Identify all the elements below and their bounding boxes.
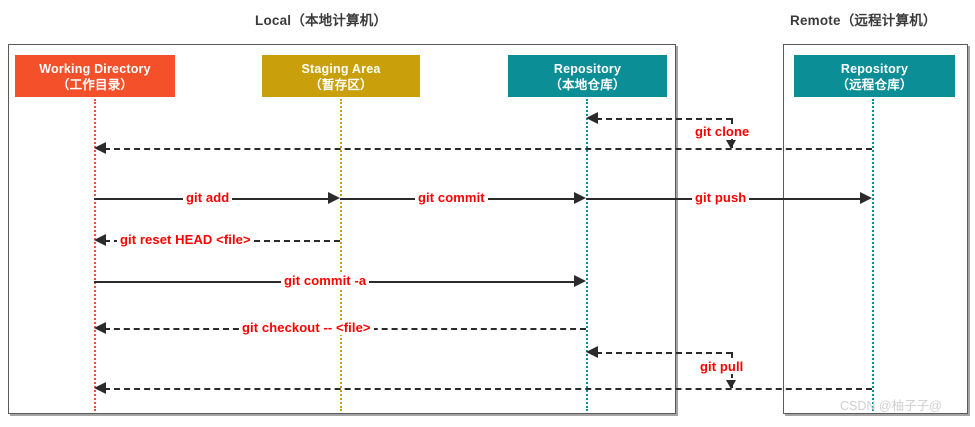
git-commit-a-arrowhead <box>574 274 586 287</box>
actor-local-repository-name-en: Repository <box>553 62 622 76</box>
git-clone-label: git clone <box>692 125 753 139</box>
lifeline-remote-repository <box>872 99 874 411</box>
git-commit-label: git commit <box>415 191 488 205</box>
actor-staging-area-name-en: Staging Area <box>301 62 381 76</box>
git-pull-jog-arrowhead <box>725 380 736 389</box>
git-push-label: git push <box>692 191 750 205</box>
lifeline-working-directory <box>94 99 96 411</box>
watermark: CSDN @柚子子@ <box>840 399 942 413</box>
git-reset-label: git reset HEAD <file> <box>117 233 254 247</box>
actor-remote-repository[interactable]: Repository （远程仓库） <box>794 55 955 97</box>
git-clone-arrowhead <box>586 111 598 124</box>
actor-staging-area-name-zh: （暂存区） <box>309 78 373 92</box>
git-pull-label: git pull <box>697 360 747 374</box>
actor-staging-area[interactable]: Staging Area （暂存区） <box>262 55 420 97</box>
git-add-label: git add <box>183 191 233 205</box>
actor-local-repository[interactable]: Repository （本地仓库） <box>508 55 667 97</box>
git-clone-arrow-bottom <box>104 148 872 150</box>
remote-container <box>783 44 968 414</box>
local-section-title: Local（本地计算机） <box>255 13 388 28</box>
git-pull-arrow-bottom <box>104 388 872 390</box>
git-pull-bottom-arrowhead <box>94 381 106 394</box>
lifeline-local-repository <box>586 99 588 411</box>
git-reset-arrowhead <box>94 233 106 246</box>
git-commit-arrowhead <box>574 191 586 204</box>
git-checkout-label: git checkout -- <file> <box>239 321 374 335</box>
git-checkout-arrowhead <box>94 321 106 334</box>
actor-local-repository-name-zh: （本地仓库） <box>549 78 626 92</box>
git-add-arrowhead <box>328 191 340 204</box>
git-clone-arrow-top <box>596 118 732 120</box>
git-clone-jog-arrowhead <box>725 140 736 149</box>
git-push-arrowhead <box>860 191 872 204</box>
lifeline-staging-area <box>340 99 342 411</box>
git-pull-arrowhead <box>586 345 598 358</box>
git-pull-arrow-top <box>596 352 732 354</box>
actor-working-directory-name-en: Working Directory <box>39 62 151 76</box>
git-commit-a-label: git commit -a <box>281 274 370 288</box>
actor-remote-repository-name-en: Repository <box>840 62 909 76</box>
remote-section-title: Remote（远程计算机） <box>790 13 937 28</box>
actor-working-directory[interactable]: Working Directory （工作目录） <box>15 55 175 97</box>
git-clone-bottom-arrowhead <box>94 141 106 154</box>
local-container <box>8 44 676 414</box>
actor-working-directory-name-zh: （工作目录） <box>56 78 134 92</box>
actor-remote-repository-name-zh: （远程仓库） <box>836 78 913 92</box>
